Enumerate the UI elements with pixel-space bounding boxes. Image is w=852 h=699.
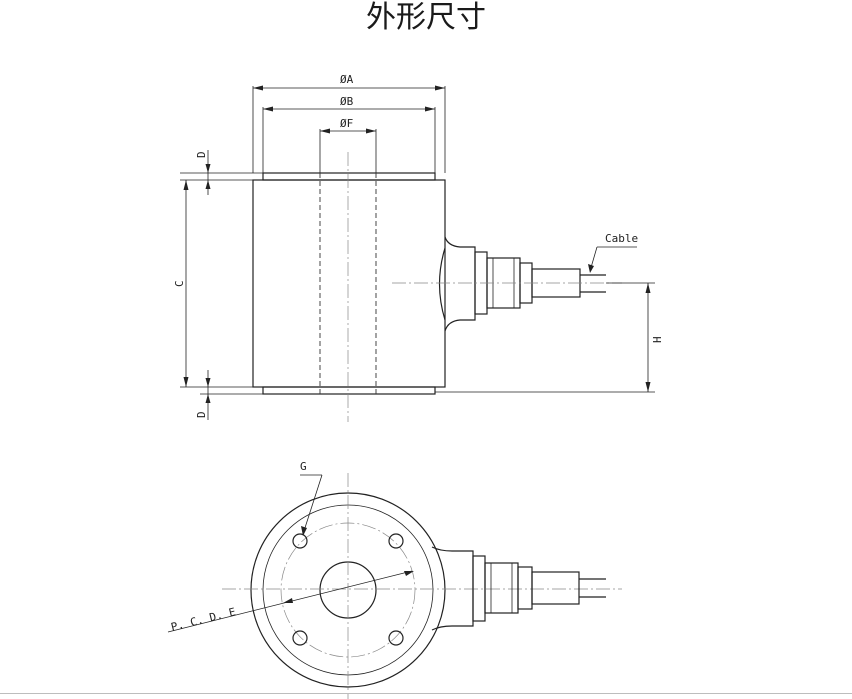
- page-title: 外形尺寸: [366, 0, 486, 35]
- dim-label-h: H: [651, 336, 664, 343]
- top-connector-nut: [484, 562, 519, 614]
- side-view: Cable ØA ØB ØF D C: [173, 73, 664, 422]
- top-view-boss: [431, 546, 474, 631]
- dim-label-c: C: [173, 280, 186, 287]
- mounting-hole: [292, 630, 308, 646]
- mounting-hole: [388, 533, 404, 549]
- outer-circle: [250, 492, 446, 688]
- cable-label: Cable: [605, 232, 638, 245]
- dim-label-d-top: D: [195, 151, 208, 158]
- boss-curve: [438, 247, 446, 321]
- mounting-hole: [388, 630, 404, 646]
- cable-boss: [444, 236, 476, 332]
- top-connector-sleeve: [517, 566, 533, 610]
- mounting-hole: [292, 533, 308, 549]
- top-flange: [262, 172, 436, 181]
- dim-label-pcd-e: P. C. D. E: [170, 605, 237, 634]
- dim-label-d-bottom: D: [195, 411, 208, 418]
- dim-label-dia-f: ØF: [340, 117, 353, 130]
- g-leader: [302, 474, 323, 535]
- bottom-rule: [0, 693, 852, 694]
- bottom-flange: [262, 386, 436, 395]
- top-connector-collar: [472, 555, 486, 622]
- dim-label-dia-b: ØB: [340, 95, 354, 108]
- top-view: G P. C. D. E: [167, 460, 622, 699]
- main-body: [252, 179, 446, 388]
- dim-label-dia-a: ØA: [340, 73, 354, 86]
- dim-label-g: G: [300, 460, 307, 473]
- top-cable-gland: [531, 571, 580, 605]
